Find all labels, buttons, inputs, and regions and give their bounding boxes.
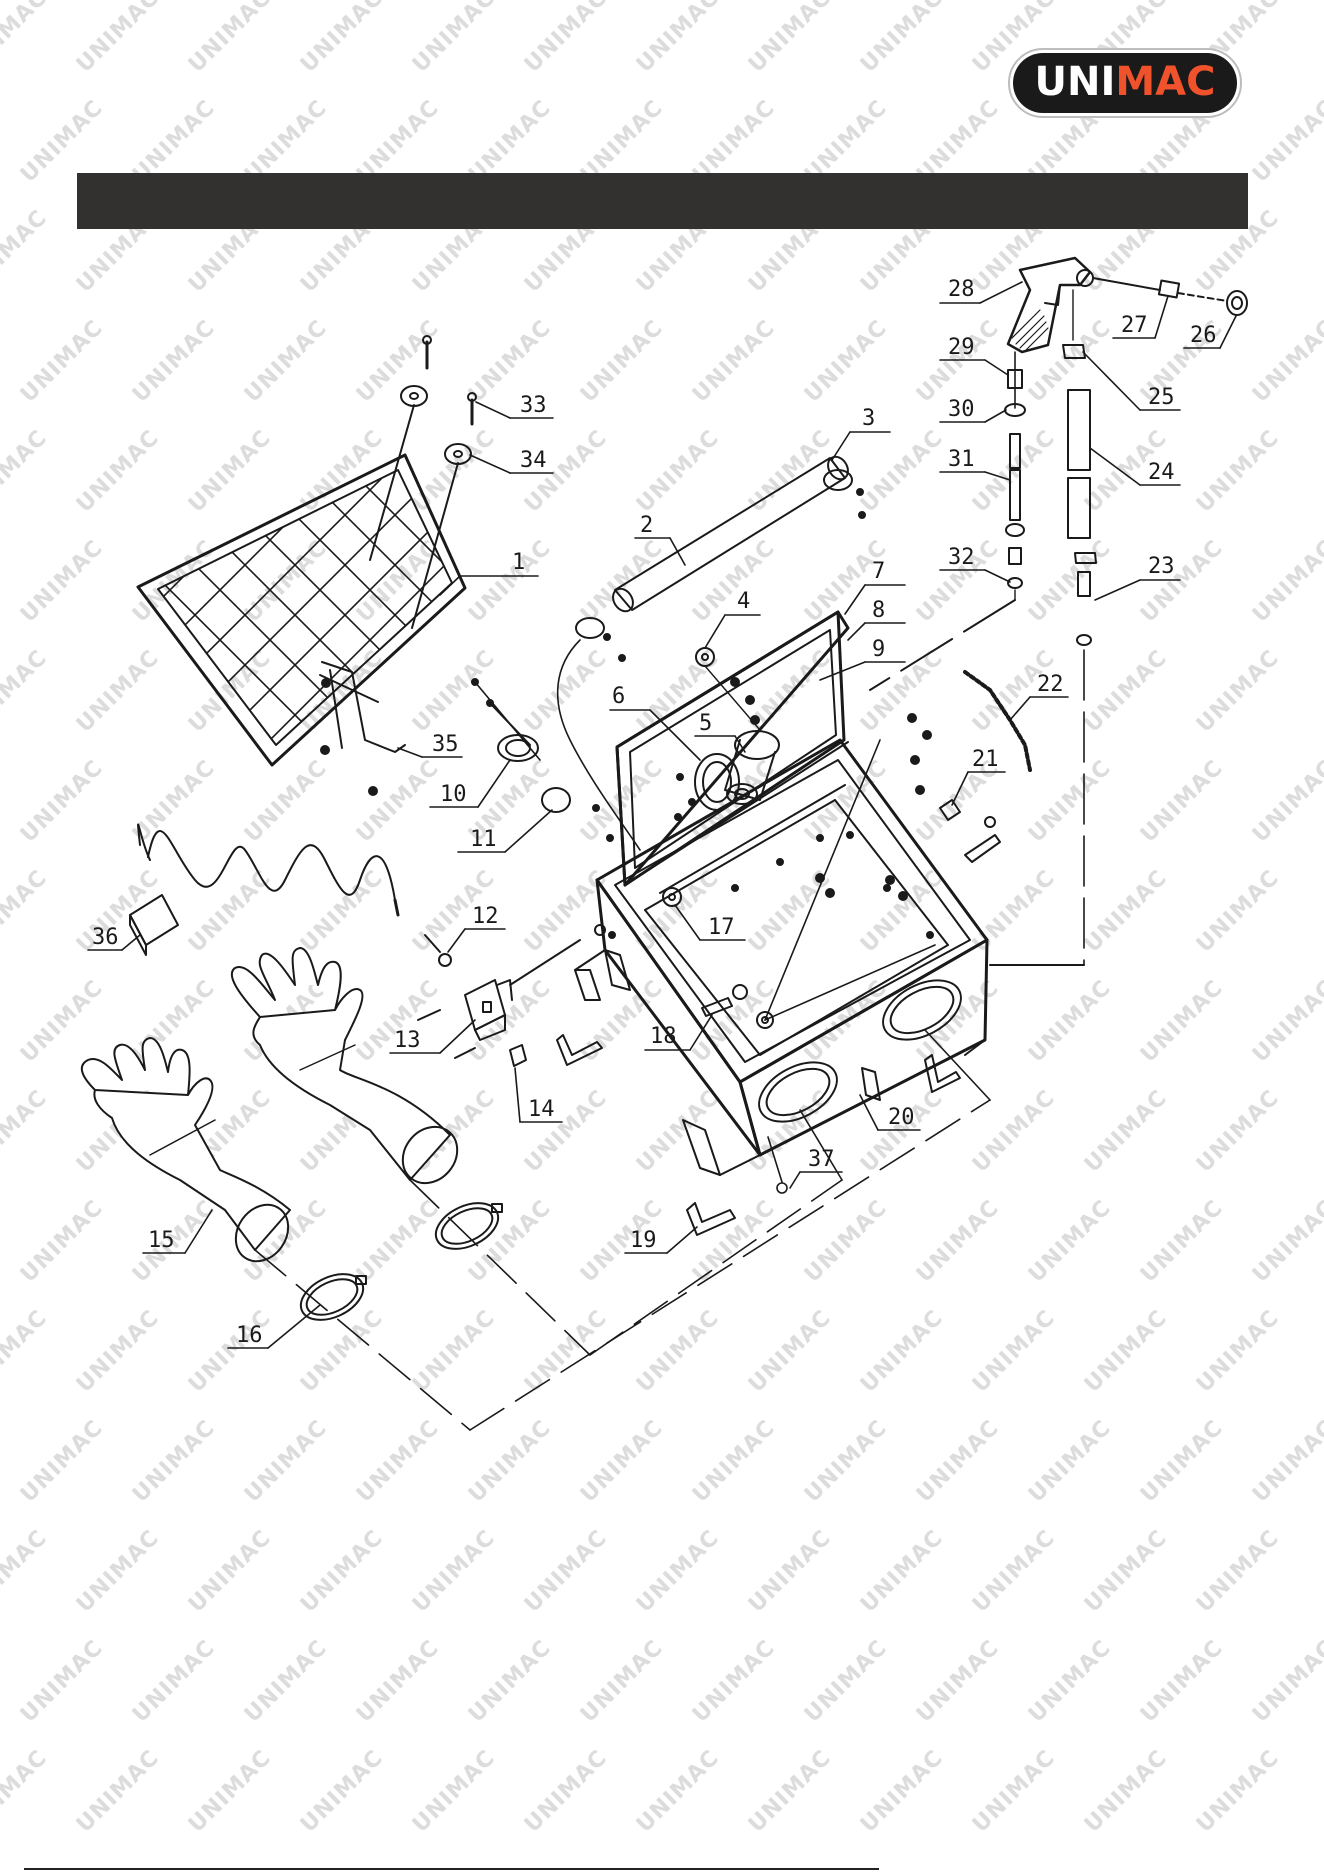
callout-33: 33 <box>520 393 547 418</box>
callout-26: 26 <box>1190 323 1217 348</box>
callout-9: 9 <box>872 637 885 662</box>
light-socket <box>662 887 682 907</box>
blast-gun <box>869 256 1248 966</box>
callout-21: 21 <box>972 747 999 772</box>
light-tube <box>556 455 866 851</box>
callout-2: 2 <box>640 513 653 538</box>
callout-14: 14 <box>528 1097 555 1122</box>
leader-lines <box>87 281 1237 1349</box>
callout-22: 22 <box>1037 672 1064 697</box>
gloves <box>80 947 503 1321</box>
callout-3: 3 <box>862 406 875 431</box>
callout-35: 35 <box>432 732 459 757</box>
screw-washers <box>369 335 477 629</box>
callout-17: 17 <box>708 915 735 940</box>
socket-holder <box>471 678 616 939</box>
callout-18: 18 <box>650 1024 677 1049</box>
callout-31: 31 <box>948 447 975 472</box>
callout-24: 24 <box>1148 460 1175 485</box>
callout-19: 19 <box>630 1228 657 1253</box>
callout-23: 23 <box>1148 554 1175 579</box>
chain-clip <box>815 670 1032 901</box>
header-bar <box>77 173 1248 229</box>
cabinet-body <box>556 738 989 1236</box>
cabinet-lid <box>615 610 850 887</box>
callout-8: 8 <box>872 598 885 623</box>
callout-27: 27 <box>1121 313 1148 338</box>
callout-28: 28 <box>948 277 975 302</box>
callout-4: 4 <box>737 589 750 614</box>
callout-12: 12 <box>472 904 499 929</box>
callout-1: 1 <box>512 550 525 575</box>
callout-32: 32 <box>948 545 975 570</box>
callout-labels: 1 2 3 4 5 6 7 8 9 10 11 12 13 14 15 16 1… <box>92 277 1217 1348</box>
assembly-lines <box>254 1029 991 1431</box>
callout-13: 13 <box>394 1028 421 1053</box>
callout-6: 6 <box>612 684 625 709</box>
callout-37: 37 <box>808 1147 835 1172</box>
footer-rule <box>24 1868 879 1870</box>
unimac-logo: UNIMAC <box>1008 48 1242 118</box>
logo-text-mac: MAC <box>1115 59 1215 105</box>
callout-15: 15 <box>148 1228 175 1253</box>
power-cord <box>129 823 400 956</box>
svg-text:UNIMAC: UNIMAC <box>1035 59 1216 105</box>
callout-34: 34 <box>520 448 547 473</box>
logo-text-uni: UNI <box>1035 59 1116 105</box>
callout-11: 11 <box>470 827 497 852</box>
callout-30: 30 <box>948 397 975 422</box>
callout-29: 29 <box>948 335 975 360</box>
callout-16: 16 <box>236 1323 263 1348</box>
callout-10: 10 <box>440 782 467 807</box>
callout-5: 5 <box>699 711 712 736</box>
callout-20: 20 <box>888 1105 915 1130</box>
switch-assembly <box>417 934 581 1067</box>
callout-7: 7 <box>872 559 885 584</box>
callout-25: 25 <box>1148 385 1175 410</box>
callout-36: 36 <box>92 925 119 950</box>
logo-badge <box>1013 53 1237 113</box>
